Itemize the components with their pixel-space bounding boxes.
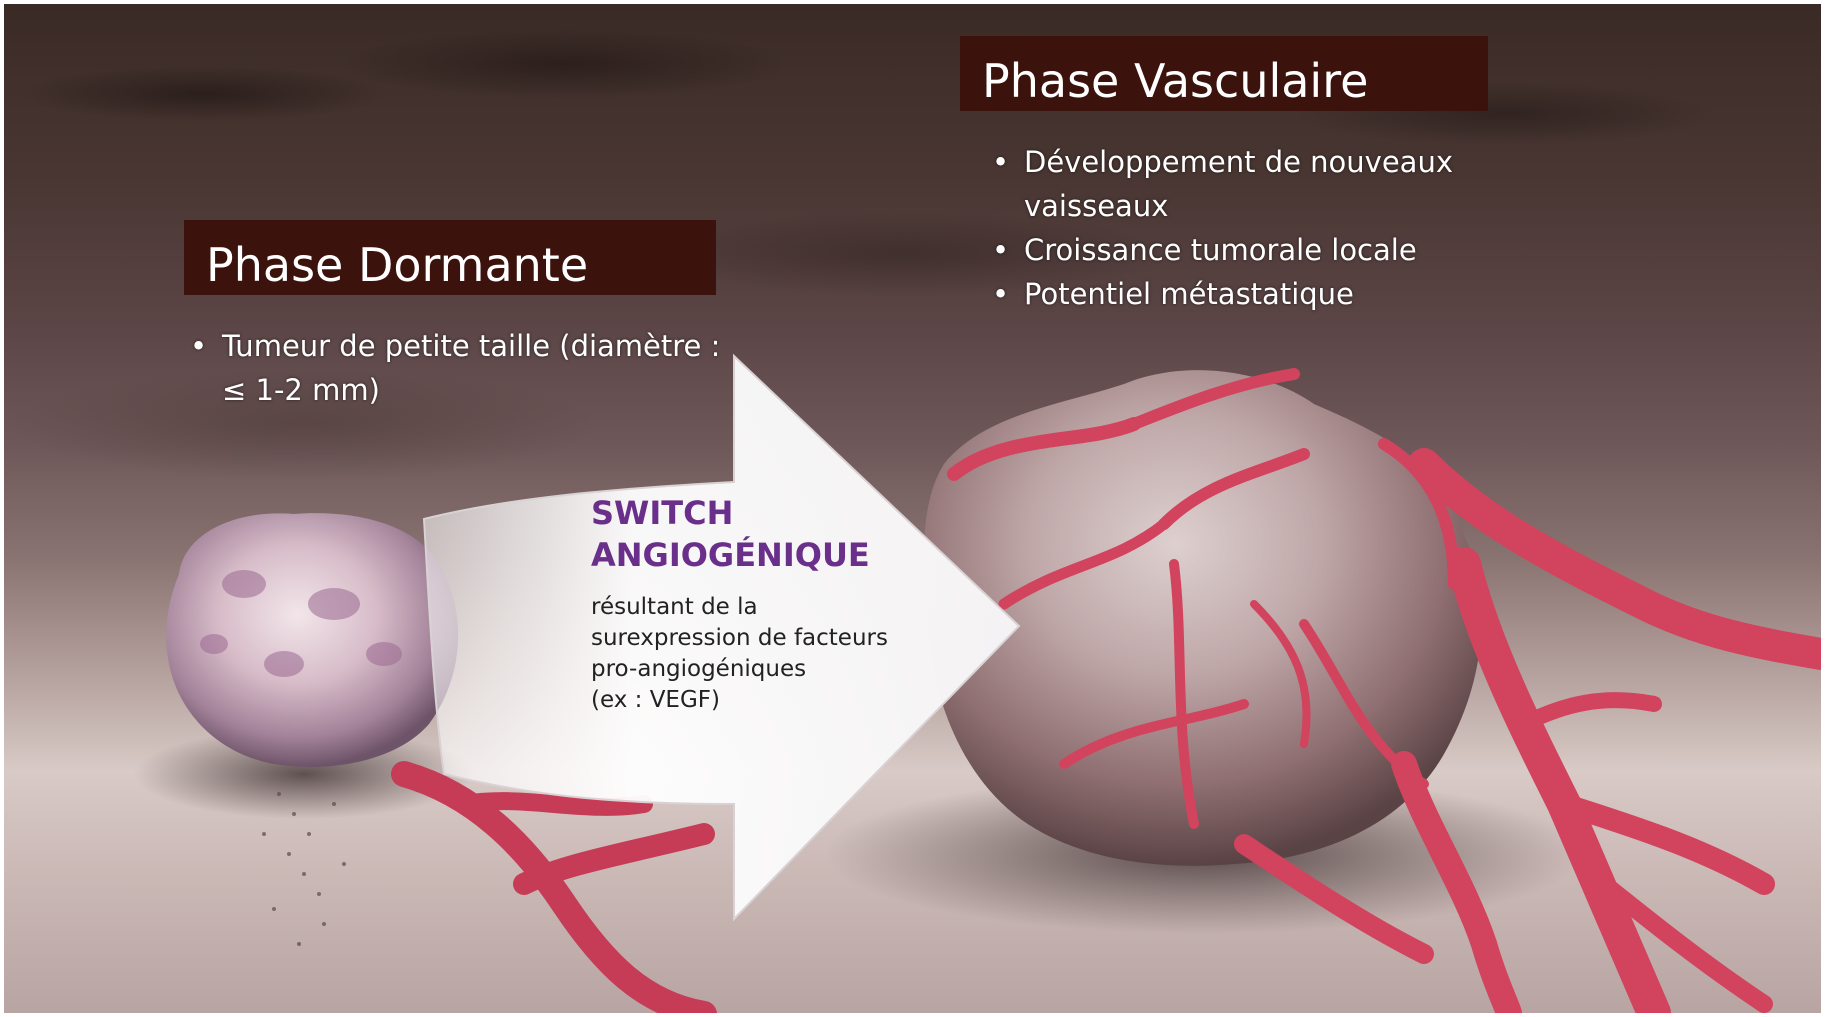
phase-vasculaire-bullets: Développement de nouveaux vaisseaux Croi… — [986, 140, 1526, 316]
vasc-bullet: Potentiel métastatique — [986, 272, 1526, 316]
small-vessel-branch-2 — [524, 834, 704, 884]
switch-title: SWITCH ANGIOGÉNIQUE — [591, 492, 921, 576]
switch-desc-line: surexpression de facteurs — [591, 623, 931, 654]
vasc-bullet: Développement de nouveaux vaisseaux — [986, 140, 1526, 228]
dormant-bullet: Tumeur de petite taille (diamètre : ≤ 1-… — [184, 324, 744, 412]
switch-desc-line: résultant de la — [591, 592, 931, 623]
switch-desc-line: pro-angiogéniques — [591, 654, 931, 685]
phase-dormante-title: Phase Dormante — [184, 220, 716, 295]
switch-title-line1: SWITCH — [591, 492, 921, 534]
slide: Phase Dormante Tumeur de petite taille (… — [4, 4, 1821, 1013]
switch-title-line2: ANGIOGÉNIQUE — [591, 534, 921, 576]
phase-dormante-bullets: Tumeur de petite taille (diamètre : ≤ 1-… — [184, 324, 744, 412]
phase-vasculaire-title-text: Phase Vasculaire — [982, 54, 1368, 108]
vasc-bullet: Croissance tumorale locale — [986, 228, 1526, 272]
small-vessel-branch — [464, 801, 644, 807]
phase-dormante-title-text: Phase Dormante — [206, 238, 588, 292]
phase-vasculaire-title: Phase Vasculaire — [960, 36, 1488, 111]
switch-description: résultant de la surexpression de facteur… — [591, 592, 931, 716]
switch-desc-line: (ex : VEGF) — [591, 685, 931, 716]
